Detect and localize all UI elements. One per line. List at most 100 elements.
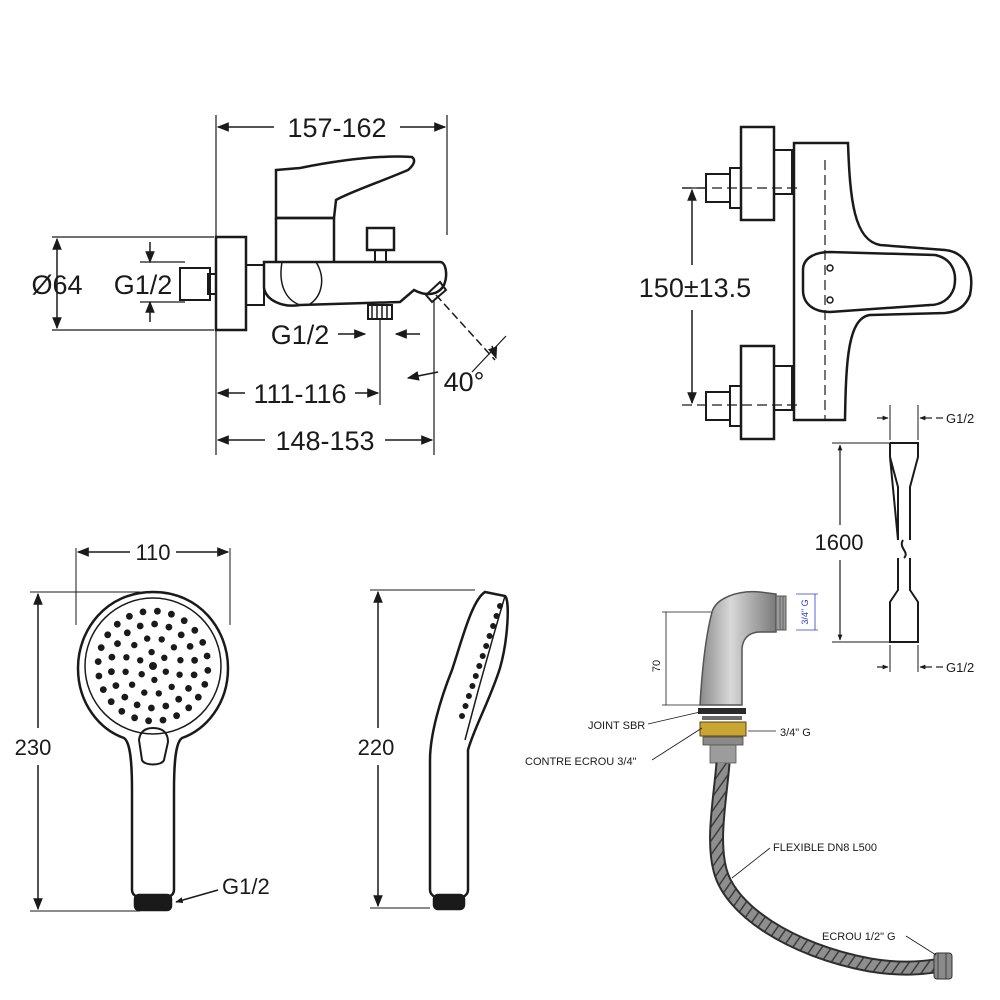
nozzle-dot xyxy=(176,671,183,678)
nozzle-dot xyxy=(168,610,175,618)
hand-shower-front xyxy=(30,548,231,912)
nozzle-dot xyxy=(201,681,209,688)
side-nozzle-dot xyxy=(479,653,486,659)
nozzle-dot xyxy=(97,644,105,651)
nozzle-grid xyxy=(94,607,212,725)
hand-shower-height-front-label: 230 xyxy=(15,735,52,760)
outlet-thread-label: G1/2 xyxy=(271,320,330,350)
hand-shower-side xyxy=(370,589,509,911)
nozzle-dot xyxy=(118,707,126,715)
nozzle-dot xyxy=(199,639,207,646)
side-nozzle-dot xyxy=(497,603,503,609)
nozzle-dot xyxy=(161,654,168,661)
hand-shower-thread-label: G1/2 xyxy=(222,874,270,899)
kit-height-label: 70 xyxy=(651,660,663,672)
nozzle-dot xyxy=(155,690,162,697)
nozzle-dot xyxy=(185,704,193,712)
nozzle-dot xyxy=(104,631,112,639)
nozzle-dot xyxy=(148,648,155,656)
nozzle-dot xyxy=(191,626,199,634)
side-nozzle-dot xyxy=(459,713,465,719)
nozzle-dot xyxy=(151,620,159,628)
inlet-spacing-label: 150±13.5 xyxy=(639,273,751,303)
nozzle-dot xyxy=(95,672,103,680)
hose-thread-bottom-label: G1/2 xyxy=(946,660,974,675)
nozzle-dot xyxy=(128,681,136,688)
nozzle-dot xyxy=(180,617,188,625)
side-nozzle-dot xyxy=(472,673,479,679)
inlet-thread-label: G1/2 xyxy=(114,270,173,300)
nozzle-dot xyxy=(114,640,121,647)
nozzle-dot xyxy=(136,622,144,630)
nozzle-dot xyxy=(141,689,148,696)
outlet-offset-label: 111-116 xyxy=(253,379,346,409)
end-nut-label: ECROU 1/2" G xyxy=(822,931,896,943)
side-nozzle-dot xyxy=(486,633,493,639)
side-nozzle-dot xyxy=(490,623,497,629)
nozzle-dot xyxy=(162,668,169,675)
hose-length-label: 1600 xyxy=(815,530,864,555)
nozzle-dot xyxy=(137,657,144,664)
nozzle-dot xyxy=(94,658,102,665)
kit-thread-label: 3/4" G xyxy=(780,727,811,739)
side-nozzle-dot xyxy=(469,683,476,689)
nozzle-dot xyxy=(159,716,167,724)
diameter-label: Ø64 xyxy=(31,270,82,300)
counter-nut-label: CONTRE ECROU 3/4" xyxy=(525,756,637,768)
flexible-label: FLEXIBLE DN8 L500 xyxy=(773,842,877,854)
nozzle-dot xyxy=(125,612,133,620)
nozzle-dot xyxy=(107,698,115,706)
nozzle-dot xyxy=(173,712,181,720)
nozzle-dot xyxy=(175,695,183,703)
nozzle-dot xyxy=(177,657,184,664)
nozzle-dot xyxy=(148,704,155,712)
nozzle-dot xyxy=(122,668,129,675)
nozzle-dot xyxy=(203,652,211,660)
nozzle-dot xyxy=(123,629,131,637)
nozzle-dot xyxy=(194,693,202,701)
nozzle-dot xyxy=(190,671,198,679)
nozzle-dot xyxy=(139,608,147,616)
hose-dimensions xyxy=(837,415,943,670)
nozzle-dot xyxy=(165,623,173,631)
kit-thread-blue-label: 3/4" G xyxy=(800,599,810,624)
nozzle-dot xyxy=(121,693,129,701)
nozzle-dot xyxy=(168,683,175,691)
nozzle-dot xyxy=(108,668,115,676)
nozzle-dot xyxy=(170,644,178,651)
body-length-label: 148-153 xyxy=(275,426,374,456)
hand-shower-width-label: 110 xyxy=(135,540,170,565)
side-nozzle-dot xyxy=(465,693,472,699)
nozzle-dot xyxy=(185,685,192,692)
nozzle-dot xyxy=(113,620,121,628)
nozzle-dot xyxy=(162,702,170,710)
nozzle-dot xyxy=(177,631,185,639)
diverter-kit xyxy=(647,590,953,980)
nozzle-dot xyxy=(186,643,194,650)
hand-shower-height-side-label: 220 xyxy=(358,735,395,760)
mixer-side-dimensions xyxy=(52,122,498,445)
nozzle-dot xyxy=(149,662,157,670)
side-nozzle-dot xyxy=(462,703,469,709)
nozzle-dot xyxy=(123,654,130,661)
shower-hose xyxy=(832,405,919,672)
nozzle-dot xyxy=(133,701,141,709)
mixer-front-view xyxy=(682,125,973,441)
nozzle-dot xyxy=(112,682,120,689)
nozzle-dot xyxy=(145,717,153,725)
spout-angle-label: 40° xyxy=(444,367,485,397)
nozzle-dot xyxy=(151,676,158,684)
overall-width-label: 157-162 xyxy=(287,113,386,143)
mixer-side-view xyxy=(52,115,507,455)
hand-shower-front-dimensions xyxy=(33,547,230,911)
hose-thread-top-label: G1/2 xyxy=(946,411,974,426)
nozzle-dot xyxy=(191,656,199,664)
side-nozzle-dot xyxy=(493,613,500,619)
nozzle-dot xyxy=(131,714,139,722)
side-nozzle-dot xyxy=(476,663,483,669)
nozzle-dot xyxy=(154,607,161,615)
side-nozzle-row xyxy=(459,603,503,719)
nozzle-dot xyxy=(108,653,116,661)
nozzle-dot xyxy=(158,636,165,643)
